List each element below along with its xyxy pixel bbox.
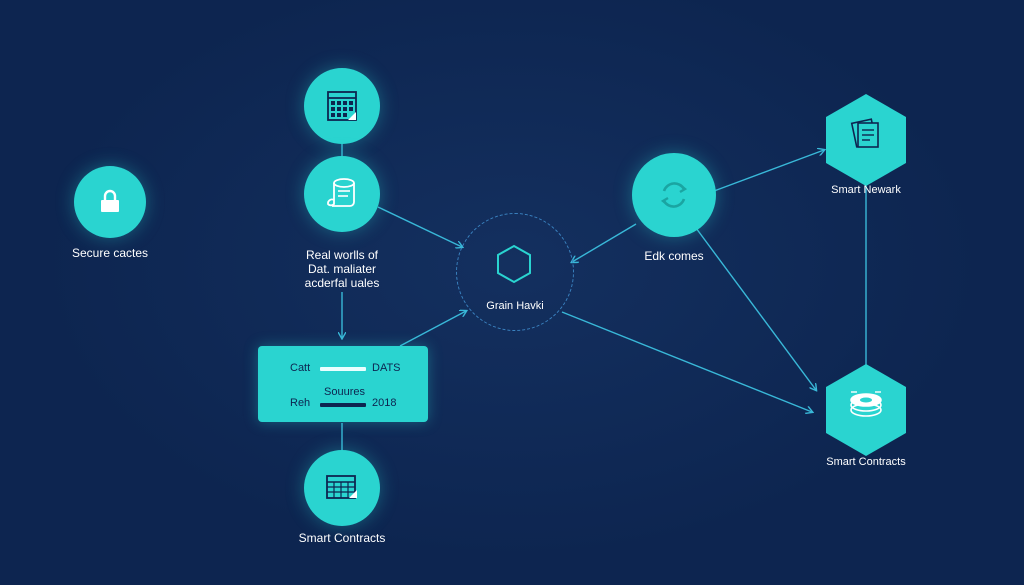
refresh-icon bbox=[660, 182, 688, 208]
secure-node-label: Secure cactes bbox=[71, 246, 149, 260]
smart-contracts-right-label: Smart Contracts bbox=[826, 456, 906, 468]
hexagon-icon bbox=[494, 244, 534, 284]
spreadsheet-icon bbox=[326, 475, 357, 499]
panel-row2-left: Reh bbox=[290, 397, 311, 409]
scroll-node[interactable] bbox=[304, 156, 380, 232]
edk-node[interactable] bbox=[632, 153, 716, 237]
hub-ring bbox=[456, 213, 574, 331]
lock-icon bbox=[101, 189, 119, 212]
calendar-node[interactable] bbox=[304, 68, 380, 144]
smart-contracts-bottom-label: Smart Contracts bbox=[298, 531, 386, 545]
panel-bar-1 bbox=[320, 367, 366, 371]
link-hub-contracts bbox=[561, 311, 812, 412]
link-edk-contracts bbox=[695, 227, 816, 390]
real-world-line-1: Real worlls of bbox=[305, 248, 379, 262]
link-edk-hub bbox=[572, 223, 637, 262]
chip-stack-icon bbox=[850, 391, 882, 417]
data-panel[interactable]: Catt DATS Souures Reh 2018 bbox=[258, 346, 428, 422]
real-world-line-2: Dat. maliater bbox=[307, 262, 377, 276]
panel-row1-right: DATS bbox=[372, 362, 401, 374]
documents-icon bbox=[850, 118, 879, 148]
link-panel-hub bbox=[399, 311, 466, 347]
smart-contracts-bottom-node[interactable] bbox=[304, 450, 380, 526]
panel-bar-2 bbox=[320, 403, 366, 407]
real-world-label: Real worlls of Dat. maliater acderfal ua… bbox=[272, 248, 412, 290]
calendar-icon bbox=[327, 91, 357, 121]
link-edk-network bbox=[713, 150, 824, 192]
smart-network-label: Smart Newark bbox=[831, 184, 901, 196]
panel-center: Souures bbox=[324, 386, 365, 398]
real-world-line-3: acderfal uales bbox=[304, 276, 380, 290]
panel-row2-right: 2018 bbox=[372, 397, 397, 409]
secure-node[interactable] bbox=[74, 166, 146, 238]
edk-label: Edk comes bbox=[644, 249, 704, 263]
scroll-icon bbox=[327, 178, 355, 207]
panel-row1-left: Catt bbox=[290, 362, 311, 374]
link-scroll-hub bbox=[377, 206, 462, 247]
hub-label: Grain Havki bbox=[486, 300, 544, 312]
